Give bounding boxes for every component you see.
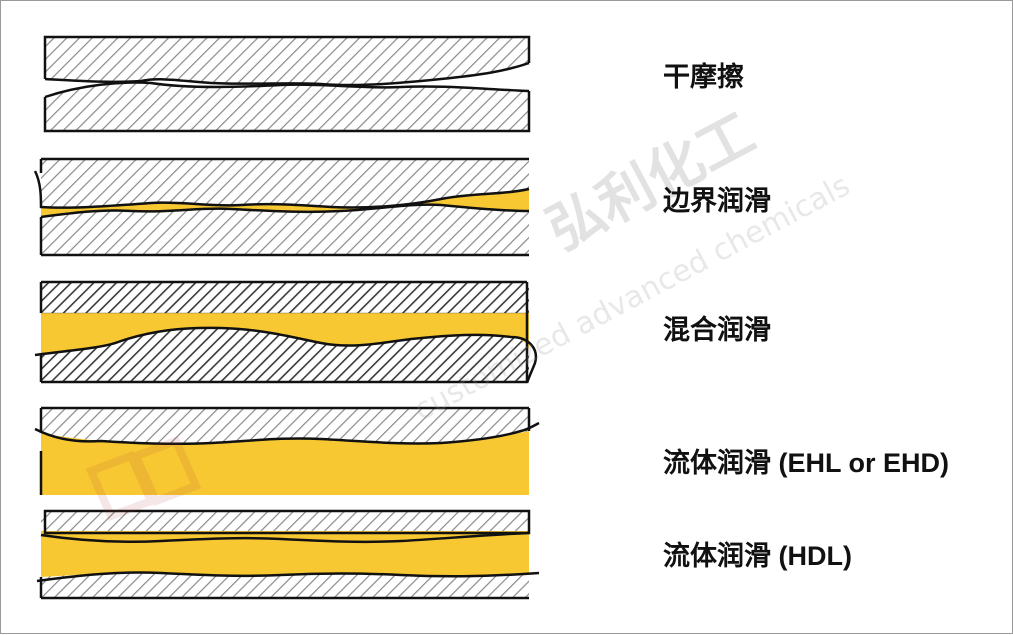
lower-body: [41, 572, 529, 598]
row-boundary-lubrication: [33, 157, 530, 257]
lower-body: [41, 327, 530, 382]
row-fluid-lubrication-ehl: [34, 406, 540, 495]
lower-surface-line: [34, 326, 538, 384]
upper-body: [41, 159, 529, 208]
upper-surface-line: [40, 531, 530, 544]
lower-surface-line: [40, 203, 530, 219]
row-fluid-lubrication-hdl: [36, 509, 540, 600]
label-mixed-lubrication: 混合润滑: [663, 315, 771, 345]
label-boundary-lubrication: 边界润滑: [663, 186, 771, 216]
lower-surface-line: [44, 81, 530, 99]
upper-surface-line: [34, 421, 540, 446]
upper-body-outline: [43, 35, 531, 79]
label-fluid-lubrication-hdl: 流体润滑 (HDL): [663, 541, 852, 571]
label-dry-friction: 干摩擦: [663, 62, 744, 92]
upper-body: [45, 37, 529, 86]
lower-surface-line: [36, 571, 540, 583]
upper-surface-line: [33, 170, 530, 209]
lower-body: [41, 204, 529, 255]
label-fluid-lubrication-ehl: 流体润滑 (EHL or EHD): [663, 448, 950, 478]
upper-body: [41, 511, 529, 533]
lower-body-outline: [43, 91, 531, 133]
upper-body-outline: [43, 509, 531, 535]
row-mixed-lubrication: [34, 280, 538, 384]
upper-body: [41, 282, 529, 314]
lower-body: [45, 82, 529, 131]
upper-body: [41, 408, 529, 444]
row-dry-friction: [43, 35, 531, 133]
